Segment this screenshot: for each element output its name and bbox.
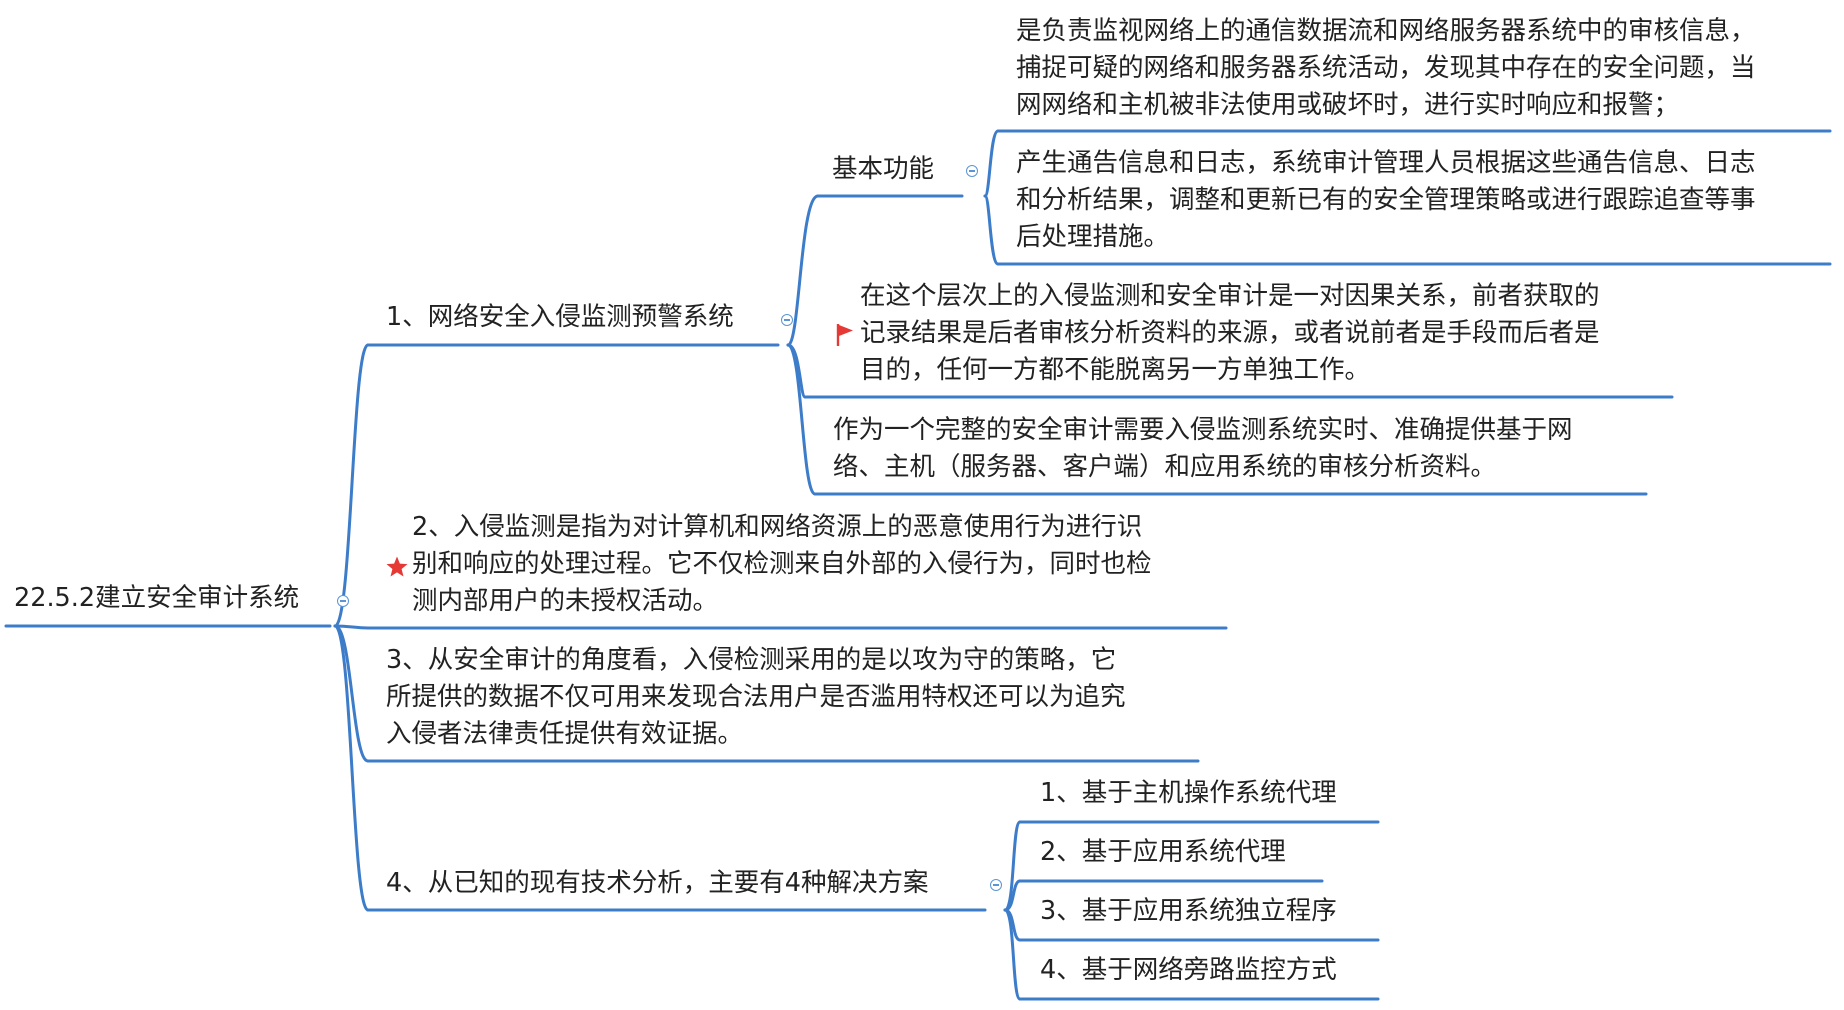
collapse-toggle-icon[interactable] [966,165,978,177]
node-complete-audit[interactable]: 作为一个完整的安全审计需要入侵监测系统实时、准确提供基于网 络、主机（服务器、客… [833,415,1573,482]
node-cause-effect-relation[interactable]: 在这个层次上的入侵监测和安全审计是一对因果关系，前者获取的 记录结果是后者审核分… [860,281,1600,385]
node-basic-function[interactable]: 基本功能 [832,154,935,184]
node-audit-perspective[interactable]: 3、从安全审计的角度看，入侵检测采用的是以攻为守的策略，它 所提供的数据不仅可用… [386,645,1126,749]
collapse-toggle-icon[interactable] [337,595,349,607]
list-item[interactable]: 1、基于主机操作系统代理 [1040,778,1337,808]
collapse-toggle-icon[interactable] [781,314,793,326]
list-item[interactable]: 3、基于应用系统独立程序 [1040,896,1337,926]
list-item[interactable]: 4、基于网络旁路监控方式 [1040,955,1337,985]
node-basic-function-log[interactable]: 产生通告信息和日志，系统审计管理人员根据这些通告信息、日志 和分析结果，调整和更… [1016,148,1756,252]
collapse-toggle-icon[interactable] [990,879,1002,891]
node-four-solutions[interactable]: 4、从已知的现有技术分析，主要有4种解决方案 [386,868,929,898]
node-intrusion-warning-system[interactable]: 1、网络安全入侵监测预警系统 [386,302,734,332]
node-intrusion-definition[interactable]: 2、入侵监测是指为对计算机和网络资源上的恶意使用行为进行识 别和响应的处理过程。… [412,512,1152,616]
red-star-icon [386,556,408,577]
red-flag-icon [836,324,853,346]
node-basic-function-monitor[interactable]: 是负责监视网络上的通信数据流和网络服务器系统中的审核信息， 捕捉可疑的网络和服务… [1016,16,1756,120]
list-item[interactable]: 2、基于应用系统代理 [1040,837,1286,867]
root-node[interactable]: 22.5.2建立安全审计系统 [14,583,300,613]
